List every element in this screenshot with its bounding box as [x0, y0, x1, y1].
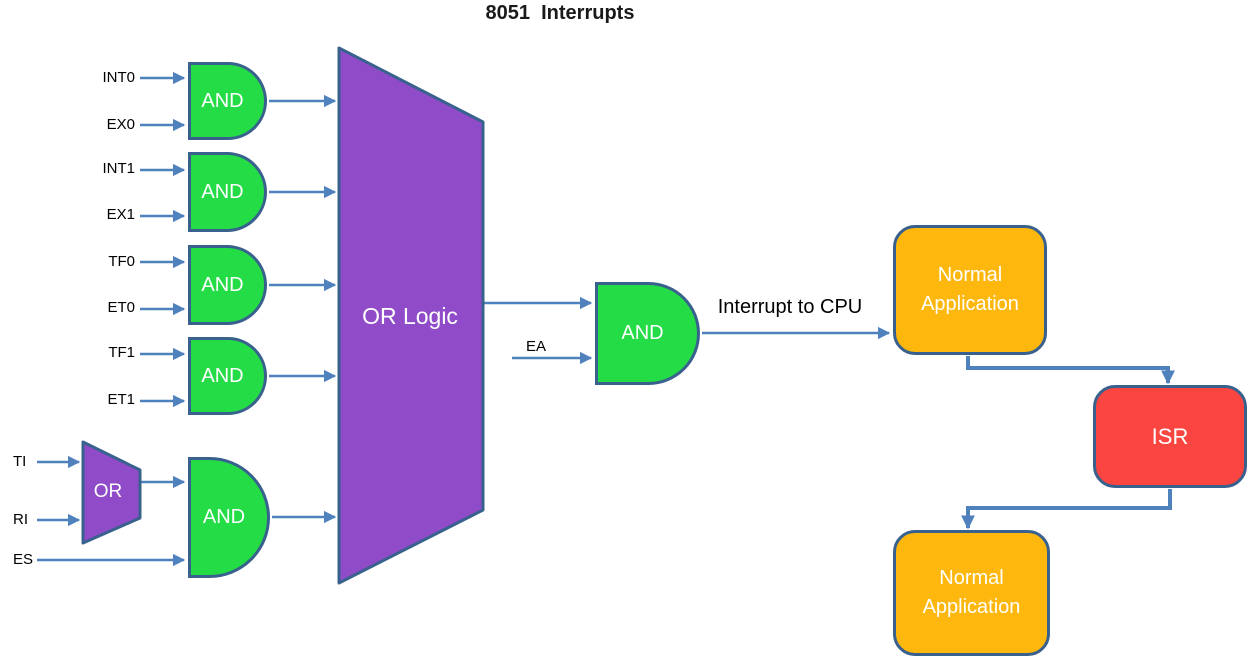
- normal-application-label: Normal Application: [922, 567, 1021, 618]
- connector-isr-to-normal: [961, 489, 1172, 530]
- isr-label: ISR: [1151, 424, 1189, 449]
- or-gate-shape: [81, 440, 142, 545]
- isr-box: ISR: [1093, 385, 1247, 488]
- normal-application-box-top: Normal Application: [893, 225, 1047, 355]
- signal-label-et0: ET0: [107, 299, 135, 316]
- normal-application-box-bottom: Normal Application: [893, 530, 1050, 656]
- signal-label-int1: INT1: [102, 160, 135, 177]
- interrupt-to-cpu-label: Interrupt to CPU: [717, 296, 863, 318]
- signal-label-ri: RI: [13, 511, 28, 528]
- signal-label-ex0: EX0: [106, 116, 135, 133]
- or-gate-label: OR: [93, 481, 123, 502]
- or-logic-label: OR Logic: [362, 303, 458, 329]
- and-gate-label: AND: [621, 322, 664, 344]
- and-gate-label: AND: [202, 506, 246, 528]
- and-gate-global-ea: AND: [595, 282, 700, 385]
- or-logic-shape: [337, 46, 485, 585]
- signal-label-ea: EA: [525, 338, 546, 355]
- signal-label-et1: ET1: [107, 391, 135, 408]
- and-gate-timer1: AND: [188, 337, 267, 415]
- and-gate-timer0: AND: [188, 245, 267, 325]
- and-gate-label: AND: [201, 364, 244, 387]
- diagram-title: 8051 Interrupts: [485, 2, 635, 24]
- signal-label-es: ES: [13, 551, 34, 568]
- signal-label-tf1: TF1: [108, 344, 135, 361]
- signal-label-tf0: TF0: [108, 253, 135, 270]
- connector-normal-to-isr: [966, 356, 1175, 385]
- signal-label-ex1: EX1: [106, 206, 135, 223]
- normal-application-label: Normal Application: [921, 264, 1019, 315]
- signal-label-ti: TI: [13, 453, 27, 470]
- and-gate-label: AND: [201, 273, 244, 296]
- signal-label-int0: INT0: [102, 69, 135, 86]
- and-gate-ext0: AND: [188, 62, 267, 140]
- and-gate-ext1: AND: [188, 152, 267, 232]
- and-gate-label: AND: [201, 180, 244, 203]
- and-gate-label: AND: [201, 89, 244, 112]
